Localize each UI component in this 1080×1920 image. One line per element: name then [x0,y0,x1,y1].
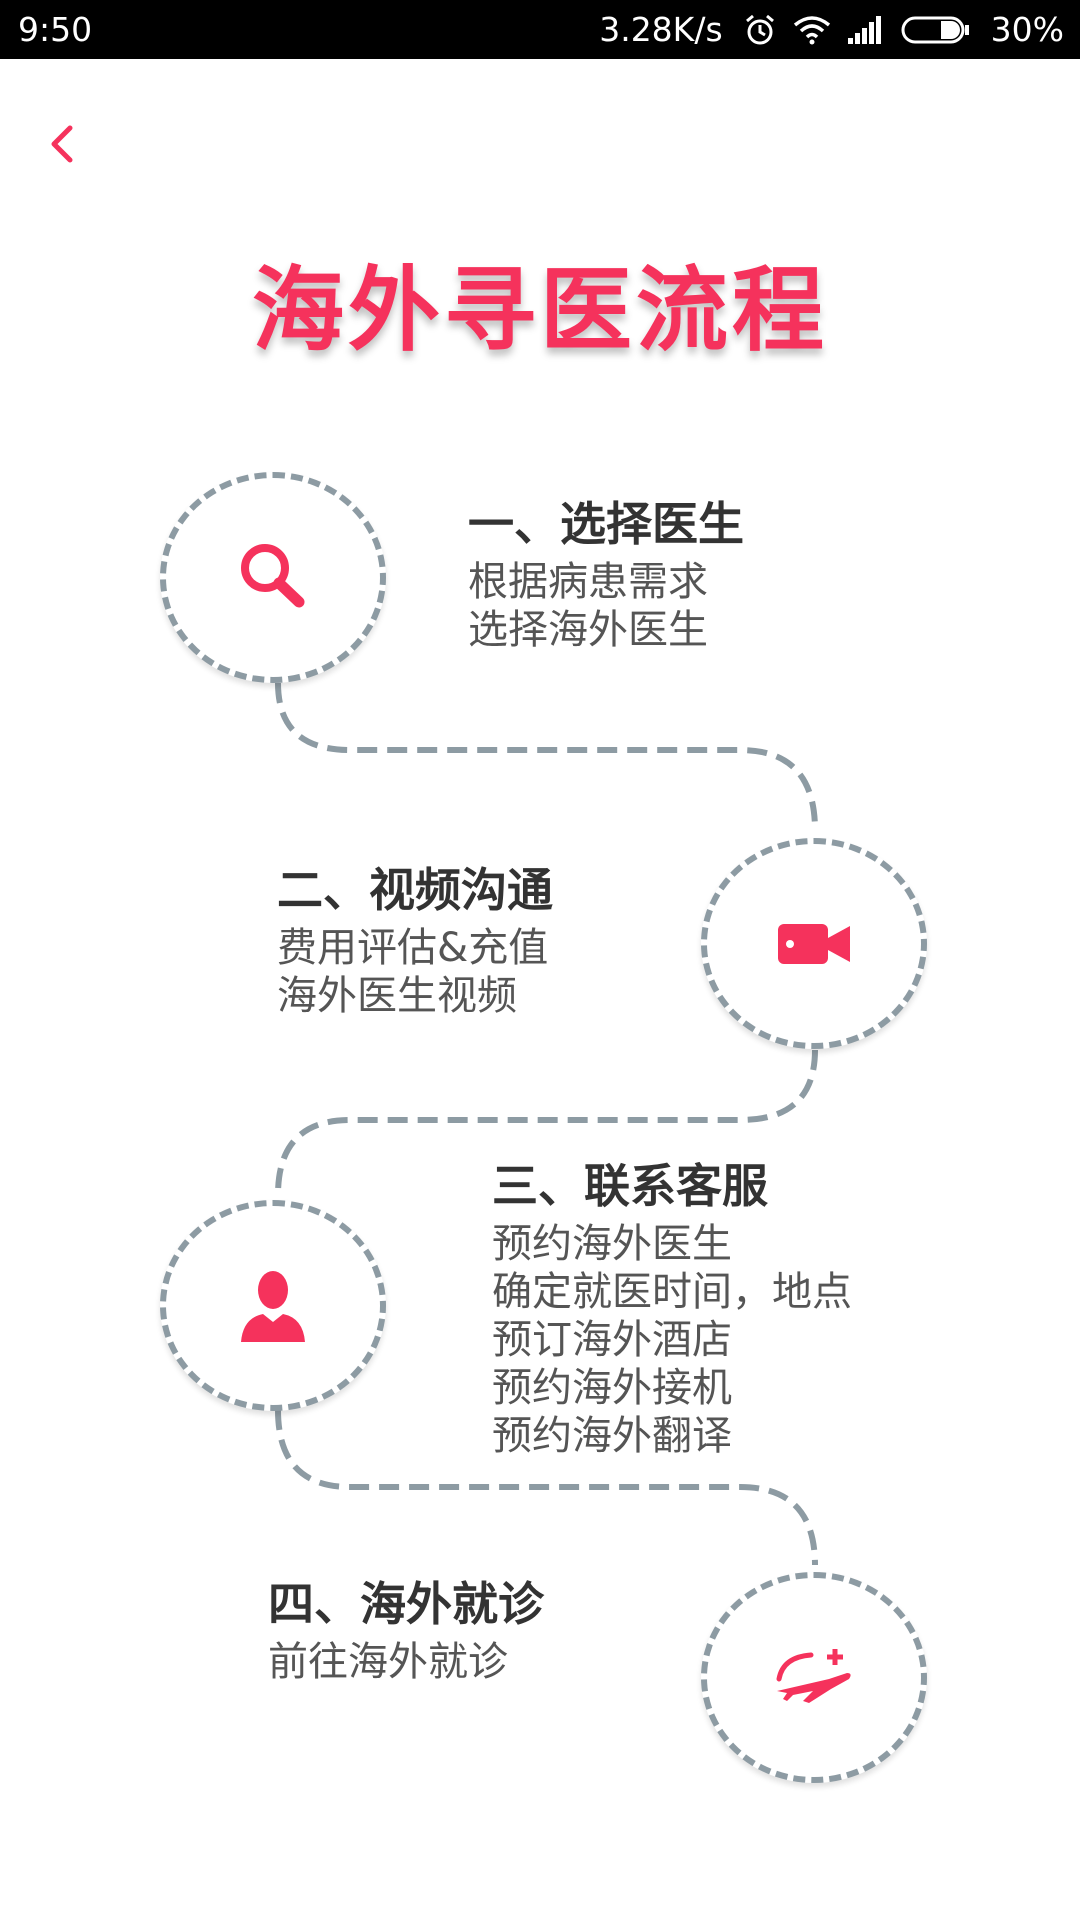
step-1-circle [160,472,386,683]
search-icon [241,543,305,607]
signal-icon [847,16,881,44]
status-bar: 9:50 3.28K/s 30% [0,0,1080,59]
wifi-icon [793,16,830,45]
step-4-text: 四、海外就诊 前往海外就诊 [268,1574,544,1686]
step-2-line: 费用评估&充值 [277,925,549,971]
step-3-circle [160,1200,386,1411]
step-3-line: 预约海外医生 [492,1221,732,1267]
chevron-left-icon [51,125,73,163]
status-icons: 3.28K/s 30% [599,8,1064,52]
back-button[interactable] [34,114,94,174]
video-camera-icon [778,923,850,964]
step-3-title: 三、联系客服 [492,1159,768,1213]
alarm-icon [745,14,774,45]
network-speed: 3.28K/s [599,10,723,49]
step-2-text: 二、视频沟通 费用评估&充值 海外医生视频 [277,860,553,1020]
step-3-line: 预约海外翻译 [492,1413,732,1459]
step-2-line: 海外医生视频 [277,973,517,1019]
step-1-text: 一、选择医生 根据病患需求 选择海外医生 [468,494,744,654]
step-2-title: 二、视频沟通 [277,863,553,917]
step-2-circle [701,838,927,1049]
battery-icon [901,16,969,44]
step-3-line: 确定就医时间，地点 [492,1269,852,1315]
step-3-line: 预订海外酒店 [492,1317,732,1363]
step-4-title: 四、海外就诊 [268,1577,544,1631]
step-1-line: 根据病患需求 [468,559,708,605]
battery-percent: 30% [990,10,1064,49]
step-1-line: 选择海外医生 [468,607,708,653]
page-title: 海外寻医流程 [251,257,828,364]
step-1-title: 一、选择医生 [468,497,744,551]
step-3-line: 预约海外接机 [492,1365,732,1411]
step-4-circle [701,1572,927,1783]
step-3-text: 三、联系客服 预约海外医生 确定就医时间，地点 预订海外酒店 预约海外接机 预约… [492,1156,852,1460]
step-4-line: 前往海外就诊 [268,1639,508,1685]
status-time: 9:50 [18,10,93,49]
user-icon [241,1270,305,1342]
medical-airplane-icon [776,1648,851,1703]
